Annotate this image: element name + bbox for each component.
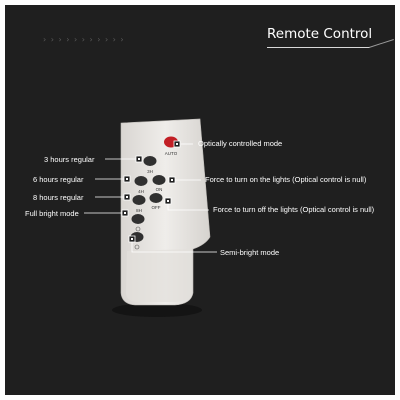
label-force-on: Force to turn on the lights (Optical con… [205,175,367,184]
marker-dot-force-on [171,179,173,181]
decorative-chevrons: › › › › › › › › › › › [43,35,125,44]
page-title: Remote Control [267,26,373,42]
marker-dot-six-hours [126,178,128,180]
semi-bright-symbol [134,244,140,250]
four-h-button [134,176,148,186]
remote-shadow [112,303,202,317]
remote-diagram: AUTO 3H 4H ON 8H OFF [84,118,217,317]
label-eight-hours: 8 hours regular [33,193,84,202]
label-optically-controlled: Optically controlled mode [198,139,283,148]
marker-dot-semi-bright [131,238,133,240]
diagram-canvas: › › › › › › › › › › › Remote Control AUT… [5,5,395,395]
eight-h-button [132,195,146,205]
full-bright-symbol [135,226,141,232]
connector-force-off [167,204,209,211]
marker-dot-force-off [167,200,169,202]
three-h-button [143,156,157,166]
label-six-hours: 6 hours regular [33,175,84,184]
label-three-hours: 3 hours regular [44,155,95,164]
marker-dot-three-hours [138,158,140,160]
three-h-label: 3H [147,169,153,174]
marker-dot-optically-controlled [176,143,178,145]
on-label: ON [156,187,163,192]
full-bright-button [131,214,145,224]
label-semi-bright: Semi-bright mode [220,248,280,257]
title-underline [267,47,370,48]
marker-dot-eight-hours [126,196,128,198]
off-button [149,193,163,203]
label-force-off: Force to turn off the lights (Optical co… [213,205,375,214]
off-label: OFF [152,205,161,210]
connector-semi-bright [131,242,217,253]
remote-grip [126,249,191,302]
auto-button-label: AUTO [165,151,178,156]
four-h-label: 4H [138,189,144,194]
on-button [152,175,166,185]
label-full-bright: Full bright mode [25,209,79,218]
eight-h-label: 8H [136,208,142,213]
marker-dot-full-bright [124,212,126,214]
